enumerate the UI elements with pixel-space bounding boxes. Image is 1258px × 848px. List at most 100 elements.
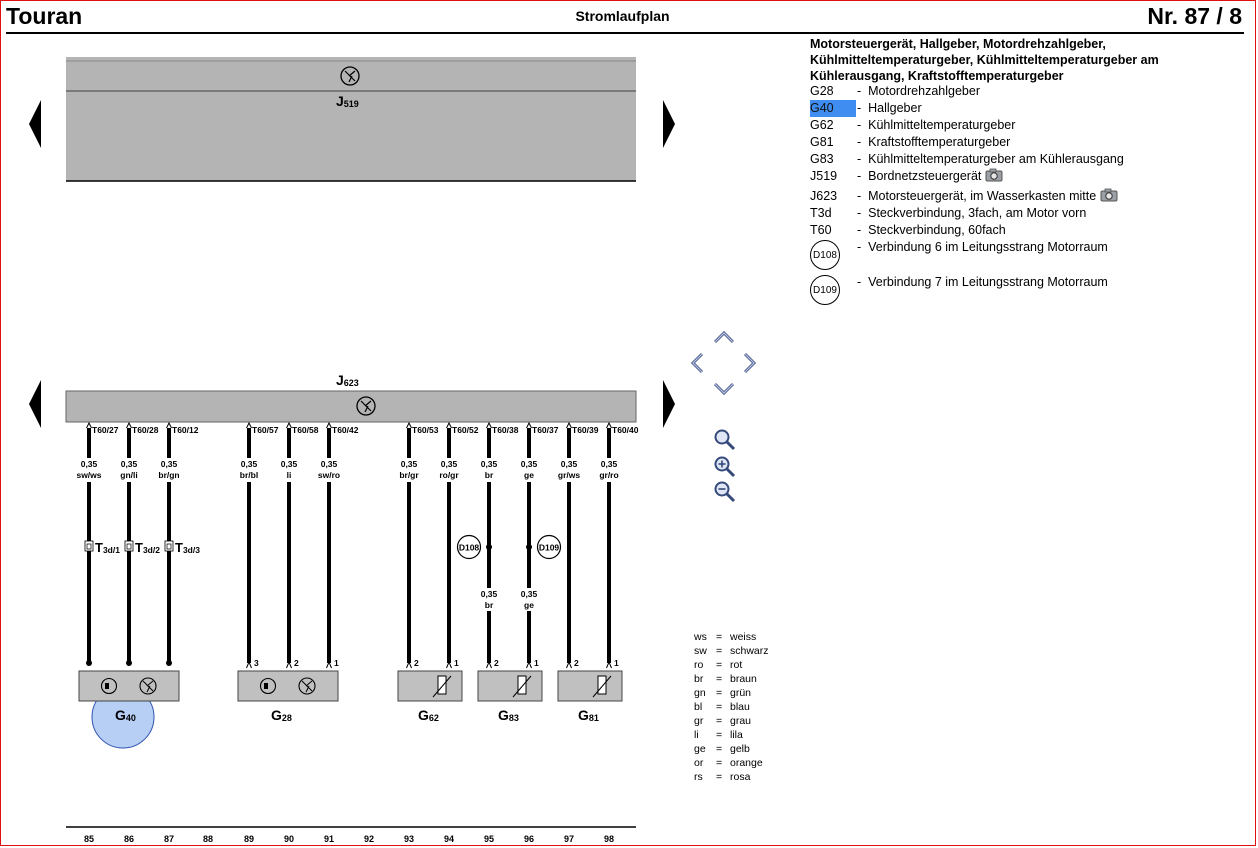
- component-g28[interactable]: G28: [237, 670, 339, 723]
- zoom-search-icon[interactable]: [713, 428, 737, 452]
- pin-label: T60/58: [292, 425, 319, 435]
- legend-code[interactable]: T3d: [810, 206, 832, 220]
- j623-unit-box[interactable]: [65, 390, 637, 423]
- pin-label: T60/42: [332, 425, 359, 435]
- wire-color: gn/li: [120, 470, 137, 480]
- pan-up-icon[interactable]: [713, 330, 735, 344]
- legend-code[interactable]: G62: [810, 118, 834, 132]
- t3d-connector-1[interactable]: T3d/1: [84, 540, 120, 555]
- connection-symbol-d109[interactable]: D109: [810, 275, 840, 305]
- wire-size: 0,35: [561, 459, 578, 469]
- pin-number: 1: [614, 658, 619, 668]
- wire-size: 0,35: [161, 459, 178, 469]
- pin-label: T60/57: [252, 425, 279, 435]
- wire-color: br/gr: [399, 470, 419, 480]
- legend-description: - Kraftstofftemperaturgeber: [857, 135, 1011, 149]
- component-label: G62: [418, 707, 439, 723]
- track-number: 93: [404, 834, 414, 844]
- track-number: 90: [284, 834, 294, 844]
- legend-code[interactable]: G28: [810, 84, 834, 98]
- wire-color: sw/ws: [76, 470, 101, 480]
- pin-label: T60/37: [532, 425, 559, 435]
- ecu-symbol-icon: [298, 677, 316, 695]
- pin-label: T60/39: [572, 425, 599, 435]
- prev-diagram-arrow-lower-icon[interactable]: [28, 380, 42, 428]
- document-type: Stromlaufplan: [575, 8, 670, 24]
- legend-description: - Bordnetzsteuergerät: [857, 168, 1003, 185]
- legend-title: Motorsteuergerät, Hallgeber, Motordrehza…: [810, 37, 1159, 83]
- pan-left-icon[interactable]: [690, 352, 704, 374]
- t3d-connector-2[interactable]: T3d/2: [124, 540, 160, 555]
- track-number: 92: [364, 834, 374, 844]
- wire-size: 0,35: [81, 459, 98, 469]
- wire-size: 0,35: [321, 459, 338, 469]
- camera-icon[interactable]: [985, 168, 1003, 182]
- next-diagram-arrow-lower-icon[interactable]: [662, 380, 676, 428]
- page-number: Nr. 87 / 8: [1147, 3, 1242, 29]
- component-g40[interactable]: G40: [78, 670, 180, 749]
- ecu-symbol-icon: [356, 396, 376, 416]
- wire-size: 0,35: [521, 589, 538, 599]
- camera-icon[interactable]: [1100, 188, 1118, 202]
- wire-color: gr/ws: [558, 470, 580, 480]
- hall-sensor-icon: [100, 677, 118, 695]
- component-g62[interactable]: G62: [397, 670, 463, 723]
- pin-label: T60/27: [92, 425, 119, 435]
- zoom-in-icon[interactable]: [713, 455, 737, 479]
- legend-code[interactable]: G81: [810, 135, 834, 149]
- legend-code[interactable]: G83: [810, 152, 834, 166]
- legend-description: - Motordrehzahlgeber: [857, 84, 980, 98]
- zoom-out-icon[interactable]: [713, 480, 737, 504]
- track-number: 96: [524, 834, 534, 844]
- ecu-symbol-icon: [139, 677, 157, 695]
- pin-number: 2: [414, 658, 419, 668]
- wire-size: 0,35: [481, 459, 498, 469]
- legend-description: - Kühlmitteltemperaturgeber am Kühleraus…: [857, 152, 1124, 166]
- next-diagram-arrow-upper-icon[interactable]: [662, 100, 676, 148]
- component-label: G28: [271, 707, 292, 723]
- component-g83[interactable]: G83: [477, 670, 543, 723]
- t3d-label: T3d/1: [95, 540, 120, 555]
- legend-description: - Kühlmitteltemperaturgeber: [857, 118, 1016, 132]
- legend-code[interactable]: J519: [810, 169, 838, 183]
- connection-node-d109[interactable]: [536, 534, 562, 560]
- pin-label: T60/28: [132, 425, 159, 435]
- connection-description: - Verbindung 7 im Leitungsstrang Motorra…: [857, 275, 1108, 289]
- ntc-thermistor-icon: [592, 675, 612, 698]
- track-number: 86: [124, 834, 134, 844]
- component-g81[interactable]: G81: [557, 670, 623, 723]
- wire-size: 0,35: [481, 589, 498, 599]
- component-label: G83: [498, 707, 519, 723]
- legend-description: - Steckverbindung, 60fach: [857, 223, 1006, 237]
- j519-label: J519: [336, 93, 359, 109]
- wire-size: 0,35: [121, 459, 138, 469]
- track-number: 95: [484, 834, 494, 844]
- legend-code[interactable]: T60: [810, 223, 832, 237]
- pan-down-icon[interactable]: [713, 382, 735, 396]
- pin-number: 1: [534, 658, 539, 668]
- connection-symbol-d108[interactable]: D108: [810, 240, 840, 270]
- t3d-connector-3[interactable]: T3d/3: [164, 540, 200, 555]
- prev-diagram-arrow-upper-icon[interactable]: [28, 100, 42, 148]
- j519-unit-box[interactable]: [66, 57, 636, 181]
- wire-size: 0,35: [441, 459, 458, 469]
- legend-code[interactable]: G40: [810, 100, 856, 117]
- header-divider: [6, 32, 1244, 34]
- pan-right-icon[interactable]: [743, 352, 757, 374]
- legend-code[interactable]: J623: [810, 189, 838, 203]
- wire-size: 0,35: [281, 459, 298, 469]
- connection-node-d108[interactable]: [456, 534, 482, 560]
- pin-label: T60/40: [612, 425, 639, 435]
